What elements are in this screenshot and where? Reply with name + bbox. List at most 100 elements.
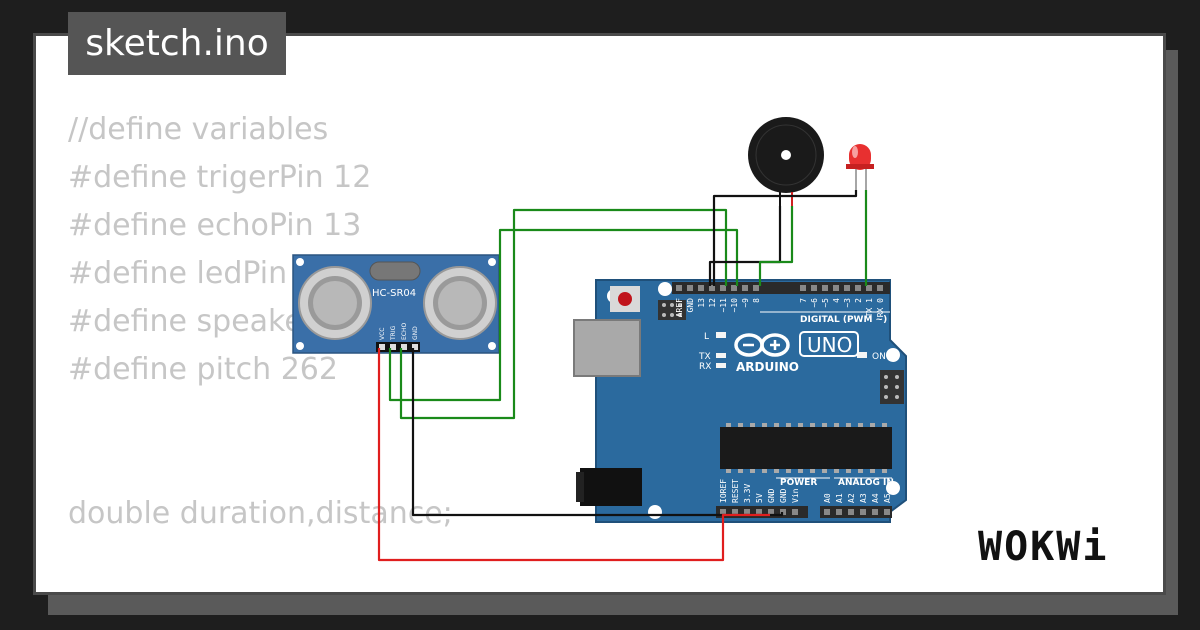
hc-sr04-sensor[interactable]: HC-SR04 VCC TRIG ECHO GND bbox=[292, 254, 500, 354]
code-line: double duration,distance; bbox=[68, 496, 453, 531]
rx-led bbox=[716, 363, 726, 368]
sensor-pin-label: VCC bbox=[379, 328, 386, 340]
mounting-hole bbox=[648, 505, 662, 519]
analog-header bbox=[820, 506, 892, 518]
power-pin-label: GND bbox=[779, 488, 788, 503]
digital-pin-label: ~5 bbox=[821, 298, 830, 308]
power-pin[interactable] bbox=[756, 509, 762, 515]
filename-tab[interactable]: sketch.ino bbox=[68, 12, 286, 75]
mounting-hole bbox=[886, 348, 900, 362]
analog-pin-label: A0 bbox=[823, 493, 832, 503]
power-pin-label: IOREF bbox=[719, 479, 728, 503]
power-pin[interactable] bbox=[768, 509, 774, 515]
power-label: POWER bbox=[780, 478, 817, 488]
digital-pin[interactable] bbox=[731, 285, 737, 291]
sensor-pin-label: ECHO bbox=[401, 323, 408, 340]
power-pin[interactable] bbox=[792, 509, 798, 515]
digital-pin-label: ~6 bbox=[810, 298, 819, 308]
mounting-hole bbox=[658, 282, 672, 296]
arduino-logo bbox=[734, 333, 790, 357]
wire-buzzer-gnd bbox=[708, 206, 782, 286]
power-pin-label: RESET bbox=[731, 479, 740, 503]
wire-sensor-gnd bbox=[411, 348, 784, 517]
digital-header-left bbox=[672, 282, 804, 294]
l-led bbox=[716, 332, 726, 338]
ultrasonic-transducer-left bbox=[298, 266, 372, 340]
on-led bbox=[857, 352, 867, 358]
digital-pin-label: ~9 bbox=[741, 298, 750, 308]
board-model: UNO bbox=[807, 333, 852, 357]
rx-led-label: RX bbox=[699, 362, 711, 372]
analog-pin[interactable] bbox=[872, 509, 878, 515]
analog-pin[interactable] bbox=[848, 509, 854, 515]
analog-pin-label: A5 bbox=[883, 493, 892, 503]
digital-pin[interactable] bbox=[833, 285, 839, 291]
digital-pin[interactable] bbox=[720, 285, 726, 291]
sensor-pin-label: GND bbox=[412, 326, 419, 340]
digital-pin-label: 12 bbox=[708, 298, 717, 308]
digital-pin-label: AREF bbox=[675, 298, 684, 317]
wire-led-gnd bbox=[712, 190, 858, 286]
icsp2-header bbox=[880, 370, 904, 404]
power-pin-label: 5V bbox=[755, 493, 764, 503]
red-led[interactable] bbox=[846, 144, 874, 190]
digital-pin-label: ~10 bbox=[730, 298, 739, 313]
wokwi-logo: WOKWi bbox=[978, 524, 1109, 570]
digital-pin-label: TX 1 bbox=[865, 298, 874, 317]
digital-pin-label: ~3 bbox=[843, 298, 852, 308]
wire-buzzer-pin9 bbox=[758, 206, 794, 286]
code-line: #define echoPin 13 bbox=[68, 208, 362, 243]
sensor-model: HC-SR04 bbox=[372, 288, 416, 299]
code-line: #define trigerPin 12 bbox=[68, 160, 372, 195]
atmega-chip bbox=[720, 423, 892, 473]
board-brand: ARDUINO bbox=[736, 360, 799, 374]
digital-pin[interactable] bbox=[742, 285, 748, 291]
digital-pin-label: RX 0 bbox=[876, 298, 885, 317]
digital-pin[interactable] bbox=[753, 285, 759, 291]
digital-pin-label: 2 bbox=[854, 298, 863, 303]
analog-pin[interactable] bbox=[884, 509, 890, 515]
digital-pin[interactable] bbox=[687, 285, 693, 291]
digital-pin-label: GND bbox=[686, 298, 695, 313]
wire-echo-pin13 bbox=[399, 208, 728, 420]
digital-pin[interactable] bbox=[844, 285, 850, 291]
power-jack bbox=[580, 468, 642, 506]
l-led-label: L bbox=[704, 332, 709, 342]
analog-pin-label: A1 bbox=[835, 493, 844, 503]
analog-pin-label: A2 bbox=[847, 493, 856, 503]
digital-pin-label: 8 bbox=[752, 298, 761, 303]
analog-pin-label: A3 bbox=[859, 493, 868, 503]
icsp-header bbox=[658, 300, 686, 320]
power-pin-label: GND bbox=[767, 488, 776, 503]
digital-pin[interactable] bbox=[800, 285, 806, 291]
digital-pin[interactable] bbox=[877, 285, 883, 291]
sensor-pin-label: TRIG bbox=[390, 325, 397, 341]
code-line: #define pitch 262 bbox=[68, 352, 338, 387]
digital-label: DIGITAL (PWM ~) bbox=[800, 315, 887, 325]
analog-pin[interactable] bbox=[860, 509, 866, 515]
usb-port bbox=[573, 319, 641, 377]
tx-led bbox=[716, 353, 726, 358]
wires bbox=[377, 190, 868, 562]
analog-pin[interactable] bbox=[824, 509, 830, 515]
analog-pin[interactable] bbox=[836, 509, 842, 515]
digital-pin-label: 13 bbox=[697, 298, 706, 308]
digital-pin[interactable] bbox=[709, 285, 715, 291]
digital-pin[interactable] bbox=[855, 285, 861, 291]
analog-label: ANALOG IN bbox=[838, 478, 894, 488]
digital-pin[interactable] bbox=[698, 285, 704, 291]
digital-pin[interactable] bbox=[866, 285, 872, 291]
digital-pin[interactable] bbox=[811, 285, 817, 291]
digital-header-right bbox=[796, 282, 890, 294]
reset-button-cap[interactable] bbox=[618, 292, 632, 306]
piezo-buzzer[interactable] bbox=[748, 117, 824, 206]
digital-pin[interactable] bbox=[676, 285, 682, 291]
power-pin[interactable] bbox=[744, 509, 750, 515]
power-pin[interactable] bbox=[720, 509, 726, 515]
power-pin[interactable] bbox=[732, 509, 738, 515]
digital-pin[interactable] bbox=[822, 285, 828, 291]
digital-pin-label: 4 bbox=[832, 298, 841, 303]
digital-pin-holes bbox=[676, 285, 883, 291]
power-pin-label: 3.3V bbox=[743, 484, 752, 503]
